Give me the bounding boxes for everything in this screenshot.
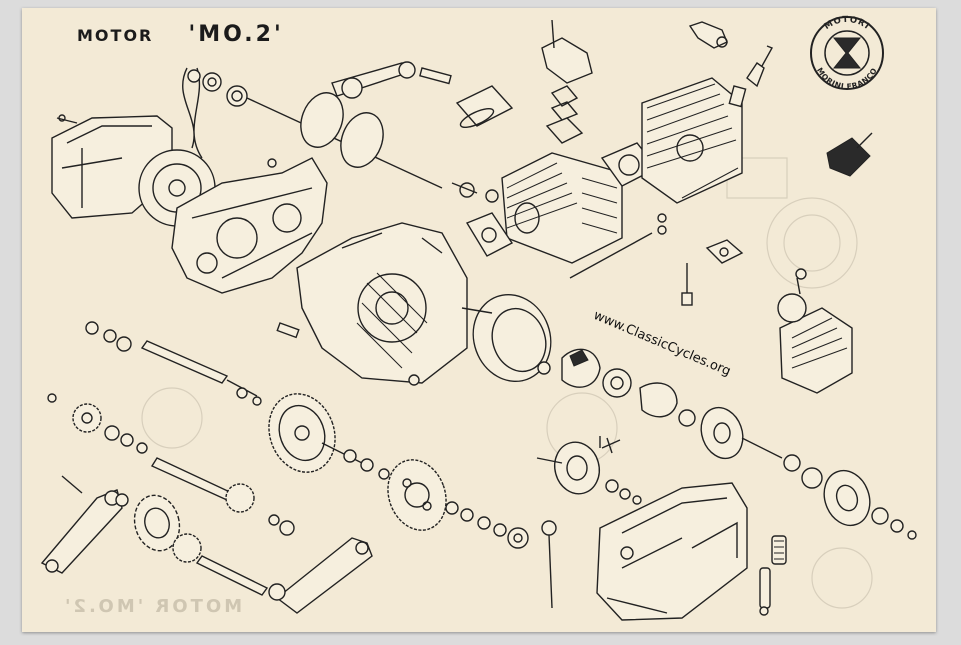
- title-model: 'MO.2': [188, 22, 284, 47]
- parts-diagram-sheet: MOTOR 'MO.2' MOTOR 'MO.2': [22, 8, 936, 632]
- title-prefix: MOTOR: [77, 26, 154, 45]
- inlet-gasket-stack: [541, 19, 593, 144]
- clutch-drum: [461, 293, 552, 383]
- cylinder-head: [641, 77, 743, 204]
- ignition-coil: [826, 132, 873, 177]
- misc-bushings: [267, 158, 621, 449]
- piston: [419, 67, 514, 129]
- front-sprocket: [47, 393, 255, 513]
- crankshaft: [246, 92, 499, 203]
- clutch-assembly: [537, 348, 917, 540]
- exploded-engine-drawing: MOTORI MORINI FRANCO: [40, 15, 917, 621]
- primary-gear: [268, 393, 390, 480]
- cylinder-studs: [569, 213, 693, 306]
- intake-manifold-gasket: [465, 212, 514, 257]
- exhaust-gasket: [705, 239, 744, 264]
- diagram-title: MOTOR 'MO.2': [77, 22, 284, 47]
- gear-shaft-upper: [85, 321, 262, 406]
- countershaft-gear: [387, 459, 529, 549]
- crankcase-right: [296, 222, 468, 384]
- spark-plug: [728, 45, 773, 108]
- pedal-crank-right: [268, 583, 286, 601]
- motori-morini-logo: MOTORI MORINI FRANCO: [810, 15, 884, 91]
- crankcase-left: [171, 157, 328, 294]
- chain-sprocket-assembly: [115, 493, 373, 614]
- kick-starter-assembly: [536, 437, 642, 505]
- decompressor-valve: [688, 21, 728, 49]
- pedal-crank-left: [40, 475, 123, 574]
- connecting-rod: [331, 61, 416, 99]
- springs-right: [759, 535, 787, 616]
- clutch-cover: [596, 482, 748, 621]
- bearings-top-left: [187, 69, 248, 107]
- cylinder: [501, 152, 623, 264]
- oil-dipstick: [541, 520, 557, 609]
- carburetor: [777, 268, 853, 394]
